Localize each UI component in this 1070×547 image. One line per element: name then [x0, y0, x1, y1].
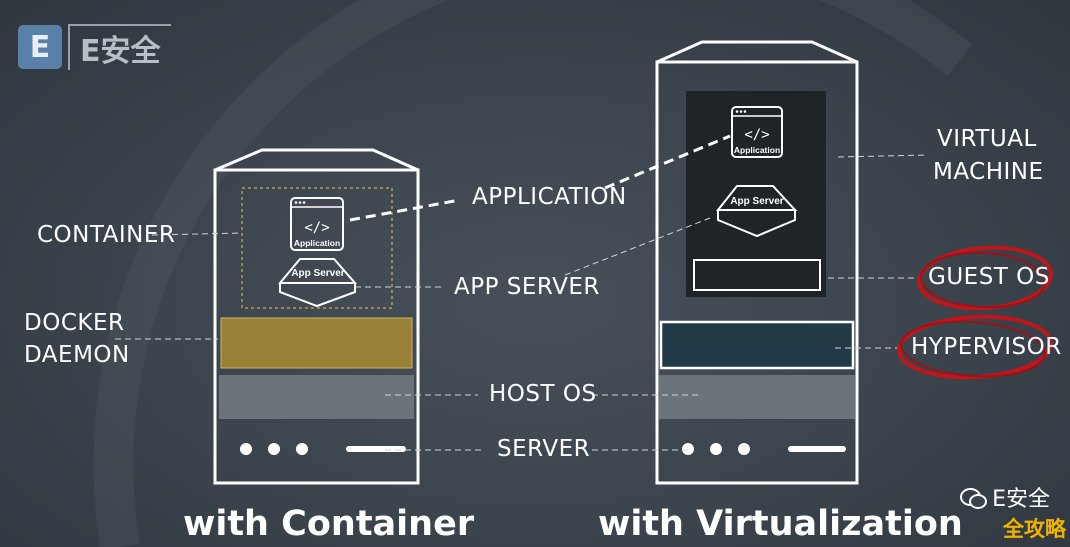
guest-os-highlight-circle-2: [920, 251, 1046, 309]
vm-server-body: [655, 60, 859, 485]
container-app-server-box: [277, 258, 358, 308]
docker-daemon-label-line1: DOCKER: [24, 310, 125, 336]
vm-host-os-layer: [659, 375, 855, 419]
svg-text:</>: </>: [744, 127, 769, 143]
hypervisor-highlight-circle-2: [900, 320, 1046, 378]
vm-app-icon-label: Application: [734, 145, 780, 155]
server-label: SERVER: [497, 436, 591, 462]
watermark-text: E安全: [992, 487, 1050, 512]
hypervisor-label: HYPERVISOR: [911, 334, 1062, 360]
wechat-icon: [960, 486, 988, 509]
vm-server-top: [656, 40, 858, 64]
container-server-led-3: [296, 443, 308, 455]
container-server: </> Application App Server: [213, 148, 420, 485]
container-app-icon-label: Application: [294, 238, 340, 248]
container-server-led-2: [268, 443, 280, 455]
connector-appserver-right: [564, 217, 711, 276]
container-server-body: [213, 168, 420, 485]
host-os-label: HOST OS: [489, 381, 597, 407]
vm-server: </> Application App Server: [655, 40, 859, 485]
docker-daemon-layer: [220, 317, 413, 369]
container-app-server-label: App Server: [291, 268, 344, 279]
background-arc: [93, 0, 973, 547]
container-server-led-1: [240, 443, 252, 455]
container-caption: with Container: [183, 504, 475, 544]
logo: E E安全: [18, 24, 171, 70]
vm-server-led-2: [710, 443, 722, 455]
virtualization-caption: with Virtualization: [598, 504, 963, 544]
application-label: APPLICATION: [472, 184, 627, 210]
vm-server-led-1: [682, 443, 694, 455]
logo-badge: E: [18, 25, 62, 69]
app-server-label: APP SERVER: [454, 274, 600, 300]
watermark: E安全: [960, 481, 1050, 513]
hypervisor-layer: [659, 320, 855, 370]
container-box: [241, 187, 393, 309]
guest-os-layer: [693, 259, 821, 291]
connector-virtual-machine: [837, 154, 929, 158]
connector-lines: [115, 134, 929, 451]
guest-os-label: GUEST OS: [928, 264, 1050, 290]
container-server-slot: [346, 446, 406, 452]
vm-app-icon: </>: [731, 106, 783, 158]
virtual-machine-screen: [686, 91, 826, 297]
vm-server-led-3: [738, 443, 750, 455]
svg-text:</>: </>: [304, 220, 329, 236]
container-server-top: [214, 148, 419, 172]
connector-application-left: [349, 198, 461, 222]
virtual-machine-label-line1: VIRTUAL: [937, 126, 1037, 152]
container-label: CONTAINER: [37, 222, 176, 248]
connector-container: [151, 232, 243, 236]
container-host-os-layer: [219, 375, 414, 419]
vm-server-slot: [788, 446, 846, 452]
connector-application-right: [604, 134, 731, 190]
logo-text: E安全: [68, 24, 171, 70]
watermark-subtext: 全攻略: [1003, 517, 1066, 541]
docker-daemon-label-line2: DAEMON: [24, 342, 130, 368]
vm-app-server-label: App Server: [730, 196, 783, 207]
vm-app-server-box: [715, 185, 798, 238]
container-app-icon: </>: [290, 197, 344, 251]
virtual-machine-label-line2: MACHINE: [933, 159, 1044, 185]
